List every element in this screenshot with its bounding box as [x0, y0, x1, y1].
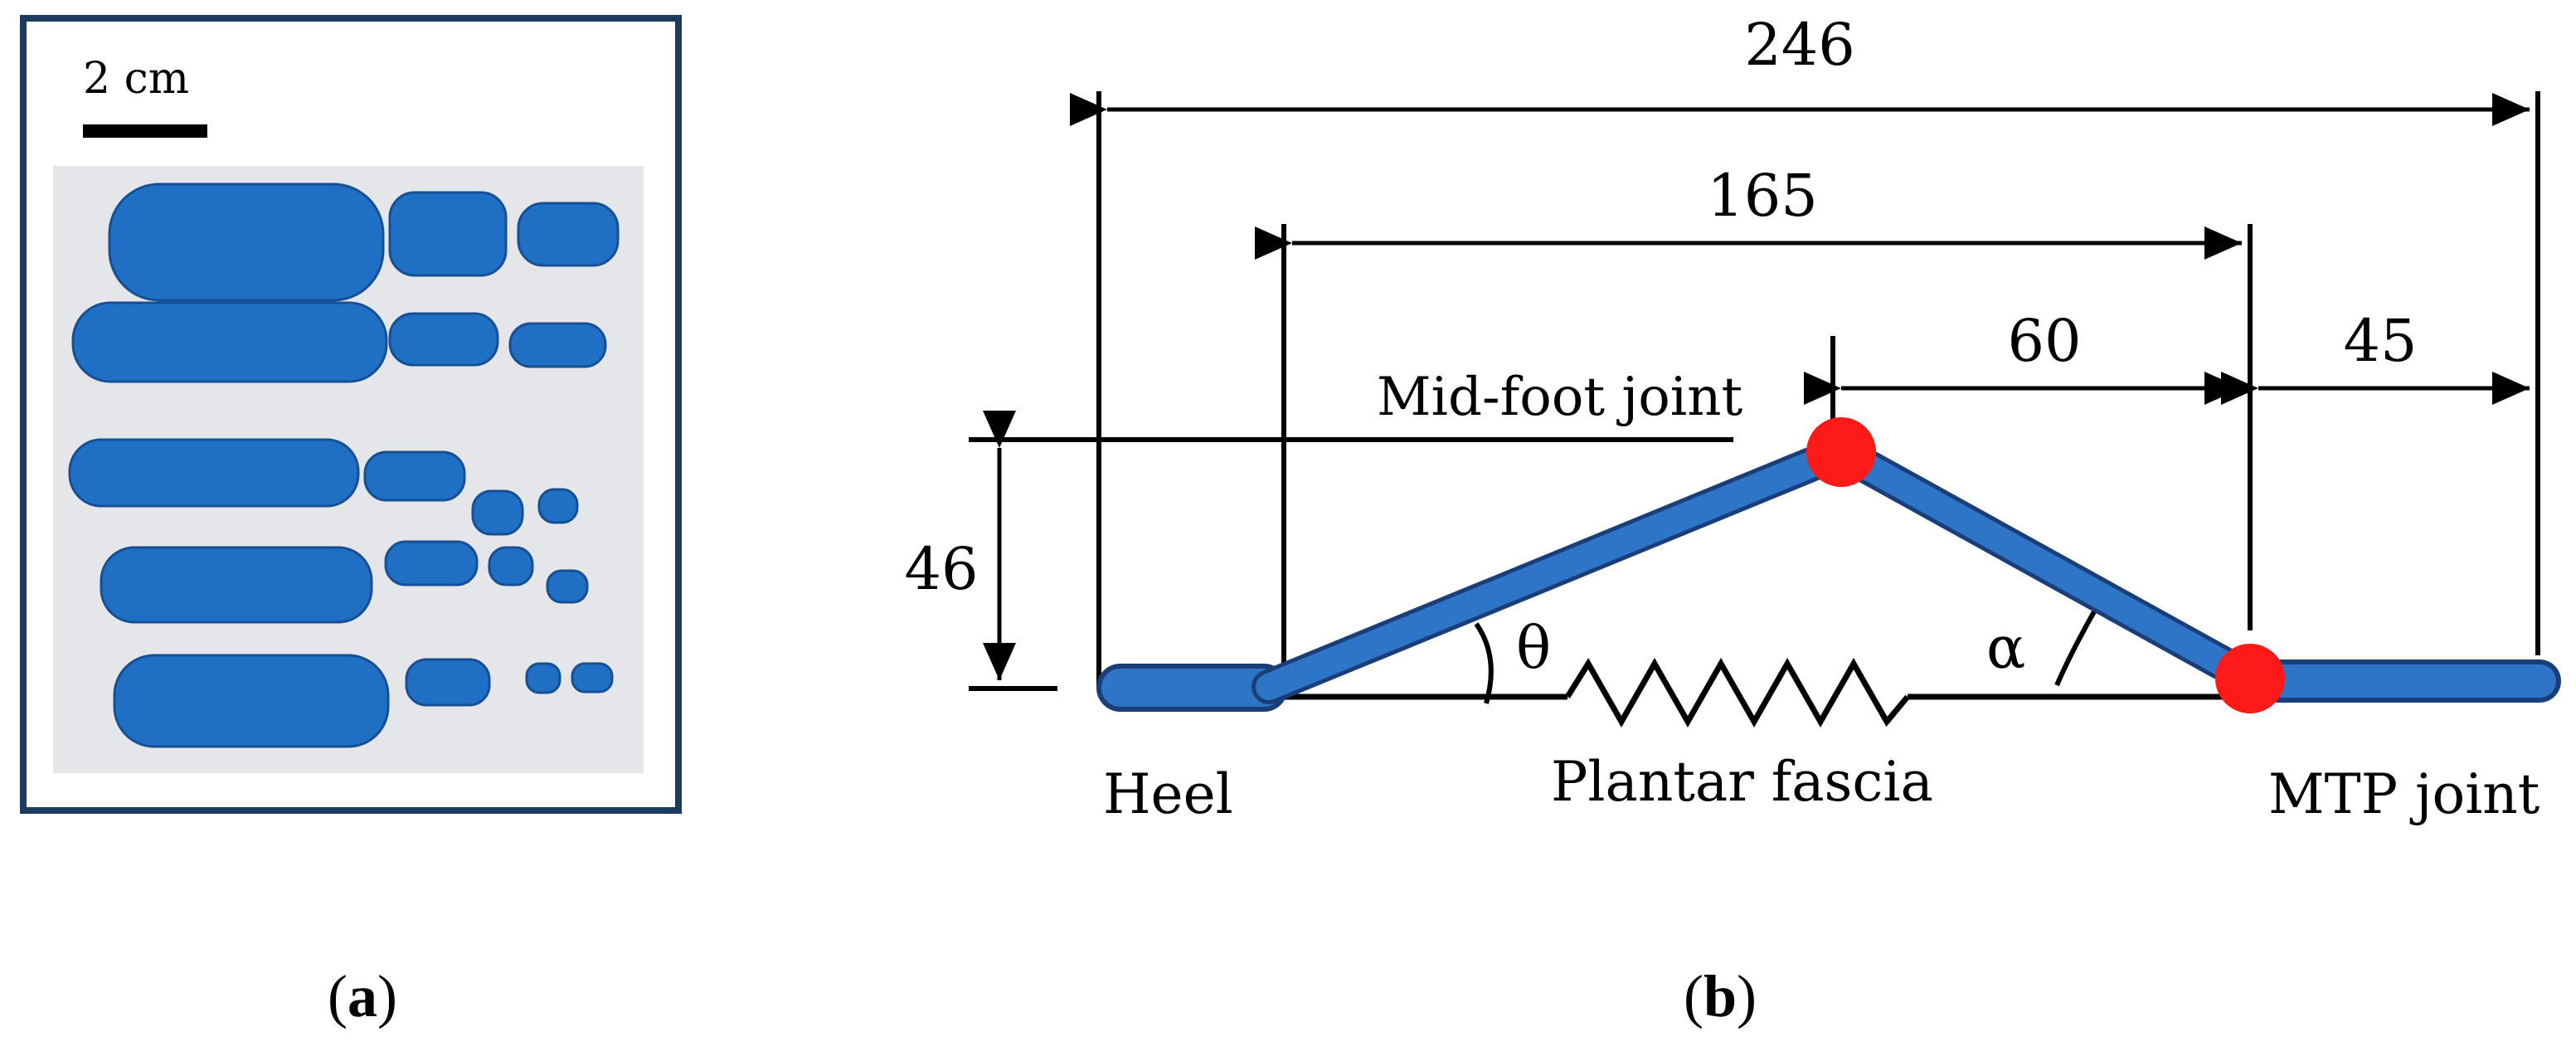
- label-mid-foot-joint: Mid-foot joint: [1377, 367, 1742, 428]
- phalanx-4a: [384, 540, 479, 586]
- metatarsal-4: [100, 546, 373, 624]
- dim-46: 46: [904, 535, 978, 603]
- toe-segment: [2237, 659, 2561, 703]
- label-mtp-joint: MTP joint: [2268, 762, 2540, 826]
- fore-foot-link-fill: [1828, 439, 2263, 692]
- phalanx-5c: [571, 662, 614, 693]
- dimension-arrows: [983, 93, 2530, 680]
- mtp-joint-marker: [2215, 644, 2285, 713]
- label-plantar-fascia: Plantar fascia: [1551, 750, 1933, 814]
- scale-bar: [83, 124, 207, 138]
- phalanx-3c: [537, 488, 579, 524]
- dim-45: 45: [2343, 307, 2417, 375]
- dim-60: 60: [2007, 307, 2081, 375]
- angle-alpha: α: [1986, 614, 2025, 682]
- mid-foot-joint-marker: [1806, 417, 1876, 487]
- phalanx-5b: [525, 662, 561, 694]
- phalanx-1b: [517, 202, 620, 267]
- caption-a: (a): [328, 963, 397, 1029]
- panel-a: 2 cm: [20, 15, 682, 814]
- dim-165: 165: [1707, 162, 1818, 230]
- phalanx-4c: [546, 569, 589, 604]
- metatarsal-3: [68, 438, 360, 508]
- phalanx-3b: [471, 489, 524, 536]
- caption-a-letter: a: [347, 963, 377, 1029]
- metatarsal-2: [71, 301, 388, 383]
- phalanx-2a: [388, 312, 499, 367]
- theta-arc: [1474, 622, 1494, 704]
- phalanx-2b: [508, 322, 607, 368]
- phalanx-3a: [363, 450, 466, 502]
- metatarsal-1: [108, 182, 385, 302]
- rear-foot-link-fill: [1256, 439, 1854, 700]
- dim-246: 246: [1744, 11, 1855, 79]
- panel-b: 246 165 60 45 46 Mid-foot joint θ α: [904, 11, 2561, 826]
- phalanx-1a: [388, 191, 508, 277]
- foot-segments: [1096, 435, 2561, 712]
- scale-bar-label: 2 cm: [83, 54, 189, 104]
- extension-lines: [969, 91, 2540, 691]
- angle-theta: θ: [1516, 614, 1551, 682]
- metatarsal-5: [113, 654, 390, 748]
- plantar-fascia-spring: [1277, 657, 2231, 728]
- phalanx-5a: [405, 658, 491, 707]
- printed-bones: [68, 182, 620, 748]
- label-heel: Heel: [1103, 762, 1233, 826]
- caption-b: (b): [1684, 963, 1757, 1029]
- phalanx-4b: [488, 546, 534, 586]
- caption-b-letter: b: [1703, 963, 1738, 1029]
